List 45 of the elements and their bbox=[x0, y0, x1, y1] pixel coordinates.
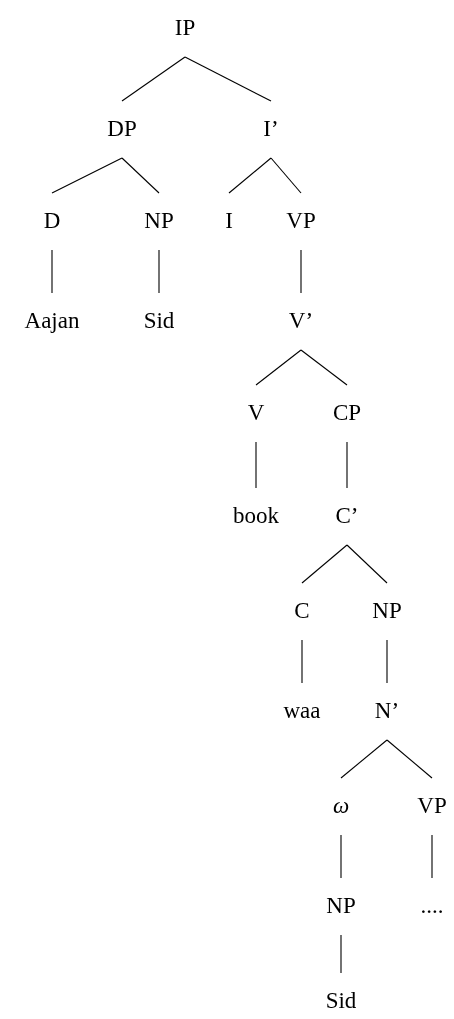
tree-label: I bbox=[225, 208, 233, 232]
tree-branch bbox=[255, 349, 302, 386]
tree-label: Sid bbox=[143, 308, 175, 332]
tree-label: N’ bbox=[374, 698, 400, 722]
tree-branch bbox=[184, 56, 272, 102]
tree-branch bbox=[228, 157, 272, 194]
tree-branch bbox=[431, 834, 433, 879]
tree-label: book bbox=[233, 503, 279, 527]
tree-branch bbox=[346, 441, 348, 489]
tree-branch bbox=[121, 157, 160, 194]
tree-label: NP bbox=[326, 893, 356, 917]
tree-branch bbox=[255, 441, 257, 489]
tree-branch bbox=[340, 739, 388, 779]
tree-branch bbox=[51, 249, 53, 294]
tree-branch bbox=[121, 56, 186, 102]
tree-label: Sid bbox=[325, 988, 357, 1012]
tree-branch bbox=[386, 739, 433, 779]
tree-branch bbox=[301, 639, 303, 684]
tree-branch bbox=[386, 639, 388, 684]
tree-branch bbox=[300, 249, 302, 294]
tree-label: waa bbox=[283, 698, 321, 722]
tree-label: C bbox=[294, 598, 310, 622]
tree-branch bbox=[346, 544, 388, 584]
tree-label: VP bbox=[286, 208, 316, 232]
tree-branch bbox=[51, 157, 123, 194]
tree-label: VP bbox=[417, 793, 447, 817]
tree-label: .... bbox=[420, 893, 444, 917]
tree-label: ω bbox=[332, 793, 350, 817]
tree-branch bbox=[300, 349, 348, 386]
tree-label: NP bbox=[144, 208, 174, 232]
tree-label: CP bbox=[332, 400, 362, 424]
tree-branch bbox=[340, 934, 342, 974]
tree-label: NP bbox=[372, 598, 402, 622]
tree-label: IP bbox=[174, 15, 196, 39]
tree-label: DP bbox=[107, 116, 137, 140]
tree-label: V bbox=[247, 400, 265, 424]
tree-branch bbox=[158, 249, 160, 294]
tree-label: Aajan bbox=[24, 308, 80, 332]
tree-label: D bbox=[43, 208, 61, 232]
tree-label: C’ bbox=[335, 503, 359, 527]
tree-branch bbox=[340, 834, 342, 879]
tree-branch bbox=[301, 544, 348, 584]
tree-label: V’ bbox=[288, 308, 314, 332]
tree-branch bbox=[270, 157, 302, 194]
tree-label: I’ bbox=[263, 116, 279, 140]
